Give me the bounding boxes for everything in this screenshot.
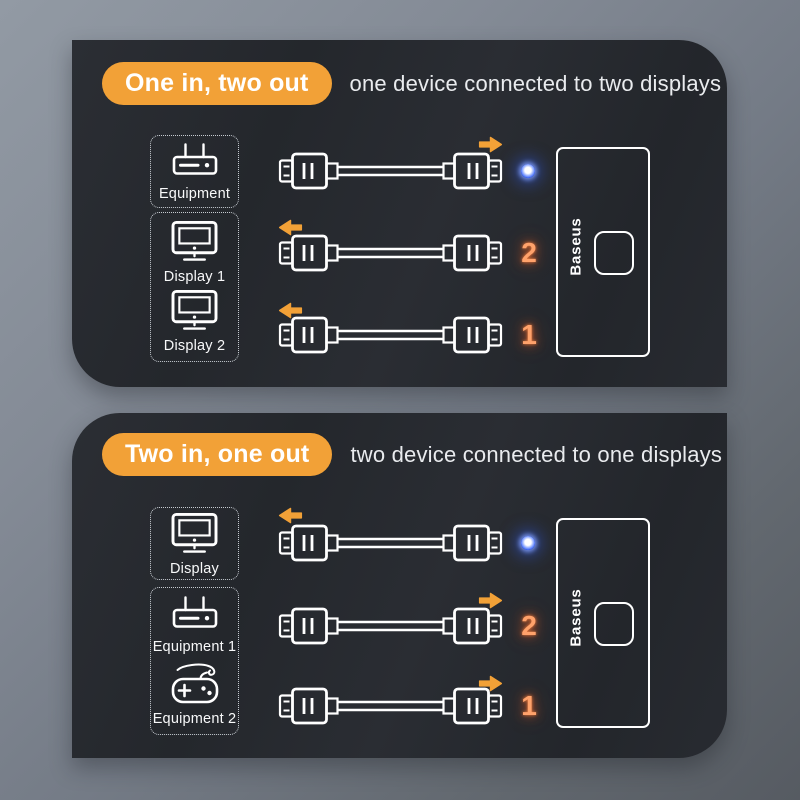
device-label: Equipment 2 (152, 710, 237, 727)
section-badge: One in, two out (102, 62, 332, 105)
hdmi-cable (278, 231, 503, 275)
device-label: Equipment 1 (152, 639, 237, 656)
display-2-item: Display 2 (164, 289, 225, 354)
port-number: 2 (521, 610, 537, 641)
gamepad-icon (170, 659, 220, 705)
section-one-in-two-out: One in, two out one device connected to … (72, 40, 727, 387)
section-subtitle: one device connected to two displays (349, 70, 722, 96)
hdmi-cable (278, 521, 503, 565)
equipment-2-item: Equipment 2 (153, 659, 237, 727)
switch-button (594, 602, 634, 646)
device-label: Equipment (158, 185, 231, 202)
monitor-icon (171, 512, 218, 555)
router-icon (172, 142, 218, 180)
device-label: Display 1 (163, 269, 226, 286)
brand-label: Baseus (567, 588, 585, 647)
section-subtitle: two device connected to one displays (350, 441, 723, 467)
hdmi-cable (278, 149, 503, 193)
port-number: 1 (521, 319, 537, 350)
hdmi-switch-device: Baseus (556, 518, 650, 728)
hdmi-cable (278, 604, 503, 648)
port-number: 2 (521, 237, 537, 268)
hdmi-cable (278, 313, 503, 357)
displays-box: Display 1 Display 2 (150, 212, 239, 362)
device-label: Display (170, 561, 219, 577)
monitor-icon (171, 289, 218, 332)
hdmi-switch-device: Baseus (556, 147, 650, 357)
router-icon (172, 595, 218, 633)
equipment-box: Equipment (150, 135, 239, 208)
equipment-1-item: Equipment 1 (153, 595, 237, 655)
section-header: Two in, one out two device connected to … (102, 433, 722, 476)
port-number: 1 (521, 690, 537, 721)
display-1-item: Display 1 (164, 220, 225, 285)
equipments-box: Equipment 1 Equipment 2 (150, 587, 239, 735)
section-badge: Two in, one out (102, 433, 333, 476)
power-led-indicator (521, 536, 535, 550)
brand-label: Baseus (567, 217, 585, 276)
device-label: Display 2 (163, 337, 226, 354)
switch-button (594, 231, 634, 275)
monitor-icon (171, 220, 218, 263)
section-header: One in, two out one device connected to … (102, 62, 721, 105)
equipment-item: Equipment (159, 142, 230, 202)
display-item: Display (170, 512, 219, 577)
section-two-in-one-out: Two in, one out two device connected to … (72, 413, 727, 758)
display-box: Display (150, 507, 239, 580)
hdmi-cable (278, 684, 503, 728)
power-led-indicator (521, 164, 535, 178)
